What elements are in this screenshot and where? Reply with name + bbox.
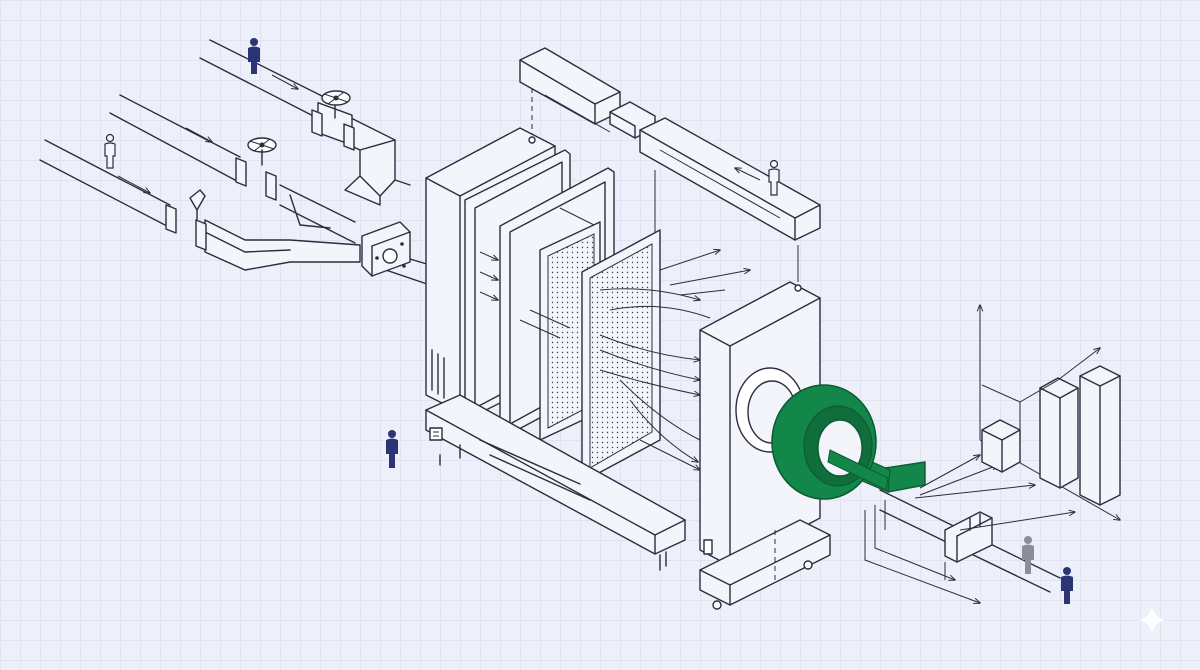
output-arrows (864, 455, 1075, 603)
outlet-pipe (879, 489, 1061, 593)
inlet-pipe-top (199, 39, 411, 206)
person-icon (1061, 567, 1073, 604)
filter-panel-mesh-2 (581, 229, 661, 483)
filter-base-rail (425, 394, 686, 571)
person-icon (386, 430, 398, 468)
main-unit-base (699, 519, 831, 610)
valve-bottom (165, 189, 207, 251)
pipe-flange-junction (361, 221, 411, 277)
airflow-lines (479, 250, 750, 470)
inlet-pipe-middle (109, 94, 356, 244)
sparkle-icon (1138, 606, 1166, 634)
overhead-duct (519, 47, 821, 282)
person-icon (248, 38, 260, 74)
person-icon (1022, 536, 1034, 574)
inlet-pipe-bottom (39, 139, 361, 271)
person-icon (768, 159, 780, 196)
bar-chart-graphic (980, 305, 1120, 520)
green-ring-component (771, 384, 926, 500)
person-icon (104, 133, 116, 169)
flow-arrow-icon (117, 74, 298, 193)
valve-top (311, 90, 355, 151)
valve-middle (235, 137, 277, 201)
